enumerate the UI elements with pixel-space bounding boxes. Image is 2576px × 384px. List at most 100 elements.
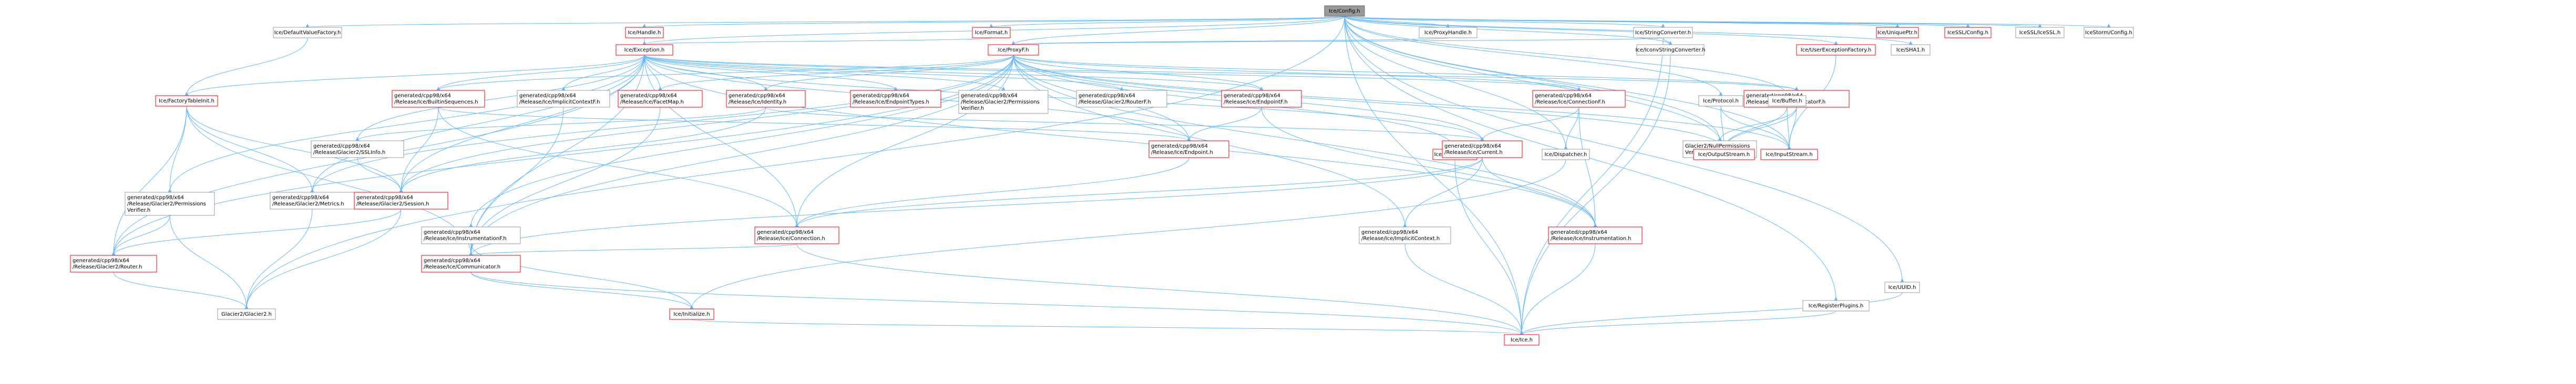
node-label: /Release/Ice/EndpointTypes.h [853, 99, 929, 105]
edge-proxyhandle-to-proxyf [1011, 37, 1449, 45]
node-instrumentation[interactable]: generated/cpp98/x64/Release/Ice/Instrume… [1548, 226, 1643, 244]
edge-glacier2permverif2-to-router [111, 215, 170, 256]
edge-endpointf-to-endpoint [1187, 107, 1262, 141]
edge-proxyf-to-session [399, 55, 1014, 193]
node-router[interactable]: generated/cpp98/x64/Release/Glacier2/Rou… [70, 255, 157, 273]
node-label: generated/cpp98/x64 [1224, 93, 1280, 99]
node-session[interactable]: generated/cpp98/x64/Release/Glacier2/Ses… [354, 192, 448, 210]
node-sslinfo[interactable]: generated/cpp98/x64/Release/Glacier2/SSL… [311, 140, 404, 158]
node-label: generated/cpp98/x64 [1444, 143, 1501, 149]
node-factorytablelnit[interactable]: Ice/FactoryTableInit.h [155, 95, 218, 107]
node-box [155, 95, 218, 107]
edge-session-to-glacier2 [244, 209, 402, 309]
node-inputstream[interactable]: Ice/InputStream.h [1760, 149, 1818, 160]
node-box [517, 90, 610, 108]
edge-buffer-to-inputstream [1787, 106, 1791, 150]
node-label: /Release/Ice/Communicator.h [424, 264, 500, 270]
node-communicator[interactable]: generated/cpp98/x64/Release/Ice/Communic… [421, 255, 521, 273]
node-icestormconfig[interactable]: IceStorm/Config.h [2084, 27, 2134, 38]
node-iconvstringconverter[interactable]: Ice/IconvStringConverter.h [1635, 44, 1706, 56]
edge-implicitcontext-to-ice [1404, 243, 1524, 335]
node-metrics[interactable]: generated/cpp98/x64/Release/Glacier2/Met… [270, 192, 355, 210]
node-label: Verifier.h [961, 106, 984, 111]
node-label: Ice/Initialize.h [673, 312, 710, 317]
node-facetmap[interactable]: generated/cpp98/x64/Release/Ice/FacetMap… [618, 90, 703, 108]
edge-proxyf-to-communicator [469, 55, 1014, 256]
node-implicitcontextf[interactable]: generated/cpp98/x64/Release/Ice/Implicit… [517, 90, 610, 108]
node-builtinsequences[interactable]: generated/cpp98/x64/Release/Ice/BuiltinS… [392, 90, 485, 108]
node-label: Ice/SHA1.h [1896, 47, 1925, 53]
node-identity[interactable]: generated/cpp98/x64/Release/Ice/Identity… [726, 90, 806, 108]
node-handle[interactable]: Ice/Handle.h [625, 27, 664, 38]
node-label: /Release/Glacier2/Permissions [127, 201, 206, 207]
node-dispatcher[interactable]: Ice/Dispatcher.h [1542, 149, 1590, 160]
node-format[interactable]: Ice/Format.h [972, 27, 1011, 38]
node-initialize[interactable]: Ice/Initialize.h [669, 308, 714, 320]
node-box [1324, 5, 1365, 17]
node-box [1419, 27, 1477, 38]
node-shahh[interactable]: Ice/SHA1.h [1891, 44, 1931, 56]
node-label: /Release/Ice/ConnectionF.h [1535, 99, 1605, 105]
node-label: generated/cpp98/x64 [853, 93, 909, 99]
node-endpointf[interactable]: generated/cpp98/x64/Release/Ice/Endpoint… [1221, 90, 1302, 108]
node-box [754, 226, 839, 244]
edge-exception-to-factorytablelnit [184, 55, 645, 96]
node-label: generated/cpp98/x64 [1535, 93, 1592, 99]
node-connection[interactable]: generated/cpp98/x64/Release/Ice/Connecti… [754, 226, 839, 244]
node-box [850, 90, 941, 108]
edge-glacier2permverif2-to-glacier2 [169, 215, 249, 309]
node-icesslicessl[interactable]: IceSSL/IceSSL.h [2015, 27, 2065, 38]
node-label: Ice/Protocol.h [1703, 98, 1739, 104]
node-proxyhandle[interactable]: Ice/ProxyHandle.h [1419, 27, 1477, 38]
node-box [972, 27, 1011, 38]
node-defaultvaluefactory[interactable]: Ice/DefaultValueFactory.h [273, 27, 342, 38]
node-glacier2permverif[interactable]: generated/cpp98/x64/Release/Glacier2/Per… [958, 90, 1049, 114]
node-routerf[interactable]: generated/cpp98/x64/Release/Glacier2/Rou… [1076, 90, 1167, 108]
node-label: Ice/IconvStringConverter.h [1635, 47, 1705, 53]
node-stringconverter[interactable]: Ice/StringConverter.h [1633, 27, 1693, 38]
node-exception[interactable]: Ice/Exception.h [615, 44, 673, 56]
node-endpoint[interactable]: generated/cpp98/x64/Release/Ice/Endpoint… [1148, 140, 1229, 158]
node-buffer[interactable]: Ice/Buffer.h [1768, 95, 1807, 107]
node-label: generated/cpp98/x64 [356, 195, 413, 201]
node-glacier2permverif2[interactable]: generated/cpp98/x64/Release/Glacier2/Per… [125, 192, 215, 216]
node-uniqueptr[interactable]: Ice/UniquePtr.h [1876, 27, 1919, 38]
edge-uuid-to-ice [1520, 292, 1903, 335]
node-box [1884, 282, 1920, 293]
node-label: /Release/Ice/ImplicitContext.h [1361, 236, 1440, 242]
node-label: generated/cpp98/x64 [1551, 230, 1607, 235]
node-label: Verifier.h [127, 207, 150, 213]
edge-exception-to-builtinsequences [436, 55, 645, 91]
node-label: Ice/UUID.h [1889, 285, 1916, 290]
node-sslconfig[interactable]: IceSSL/Config.h [1944, 27, 1992, 38]
node-label: generated/cpp98/x64 [1151, 143, 1208, 149]
node-uuid[interactable]: Ice/UUID.h [1884, 282, 1920, 293]
node-userexceptionfactory[interactable]: Ice/UserExceptionFactory.h [1796, 44, 1876, 56]
node-ice[interactable]: Ice/Ice.h [1504, 334, 1540, 346]
edge-communicator-to-ice [470, 272, 1524, 335]
node-implicitcontext[interactable]: generated/cpp98/x64/Release/Ice/Implicit… [1359, 226, 1451, 244]
node-label: /Release/Ice/Current.h [1444, 150, 1503, 155]
edge-exception-to-sslinfo [355, 55, 645, 141]
edge-dispatcher-to-initialize [690, 159, 1566, 309]
node-proxyf[interactable]: Ice/ProxyF.h [988, 44, 1039, 56]
node-connectionf[interactable]: generated/cpp98/x64/Release/Ice/Connecti… [1532, 90, 1626, 108]
node-registerplugins[interactable]: Ice/RegisterPlugins.h [1802, 300, 1870, 312]
node-endpointtypes[interactable]: generated/cpp98/x64/Release/Ice/Endpoint… [850, 90, 941, 108]
edge-loggerutil-to-ice [1454, 159, 1524, 335]
node-protocol[interactable]: Ice/Protocol.h [1698, 95, 1743, 107]
node-glacier2[interactable]: Glacier2/Glacier2.h [217, 308, 276, 320]
edge-exception-to-implicitcontextf [561, 55, 645, 91]
edge-proxyf-to-instrumentationf [469, 55, 1014, 227]
node-label: Ice/StringConverter.h [1635, 30, 1691, 36]
node-instrumentationf[interactable]: generated/cpp98/x64/Release/Ice/Instrume… [421, 226, 521, 244]
node-box [1698, 95, 1743, 107]
node-config[interactable]: Ice/Config.h [1324, 5, 1365, 17]
edge-config-to-buffer [1344, 16, 1789, 96]
node-label: Ice/FactoryTableInit.h [159, 98, 214, 104]
node-label: /Release/Glacier2/RouterF.h [1079, 99, 1151, 105]
node-current[interactable]: generated/cpp98/x64/Release/Ice/Current.… [1442, 140, 1523, 158]
node-label: /Release/Glacier2/Metrics.h [272, 201, 344, 207]
node-label: generated/cpp98/x64 [1361, 230, 1418, 235]
node-outputstream[interactable]: Ice/OutputStream.h [1693, 149, 1755, 160]
